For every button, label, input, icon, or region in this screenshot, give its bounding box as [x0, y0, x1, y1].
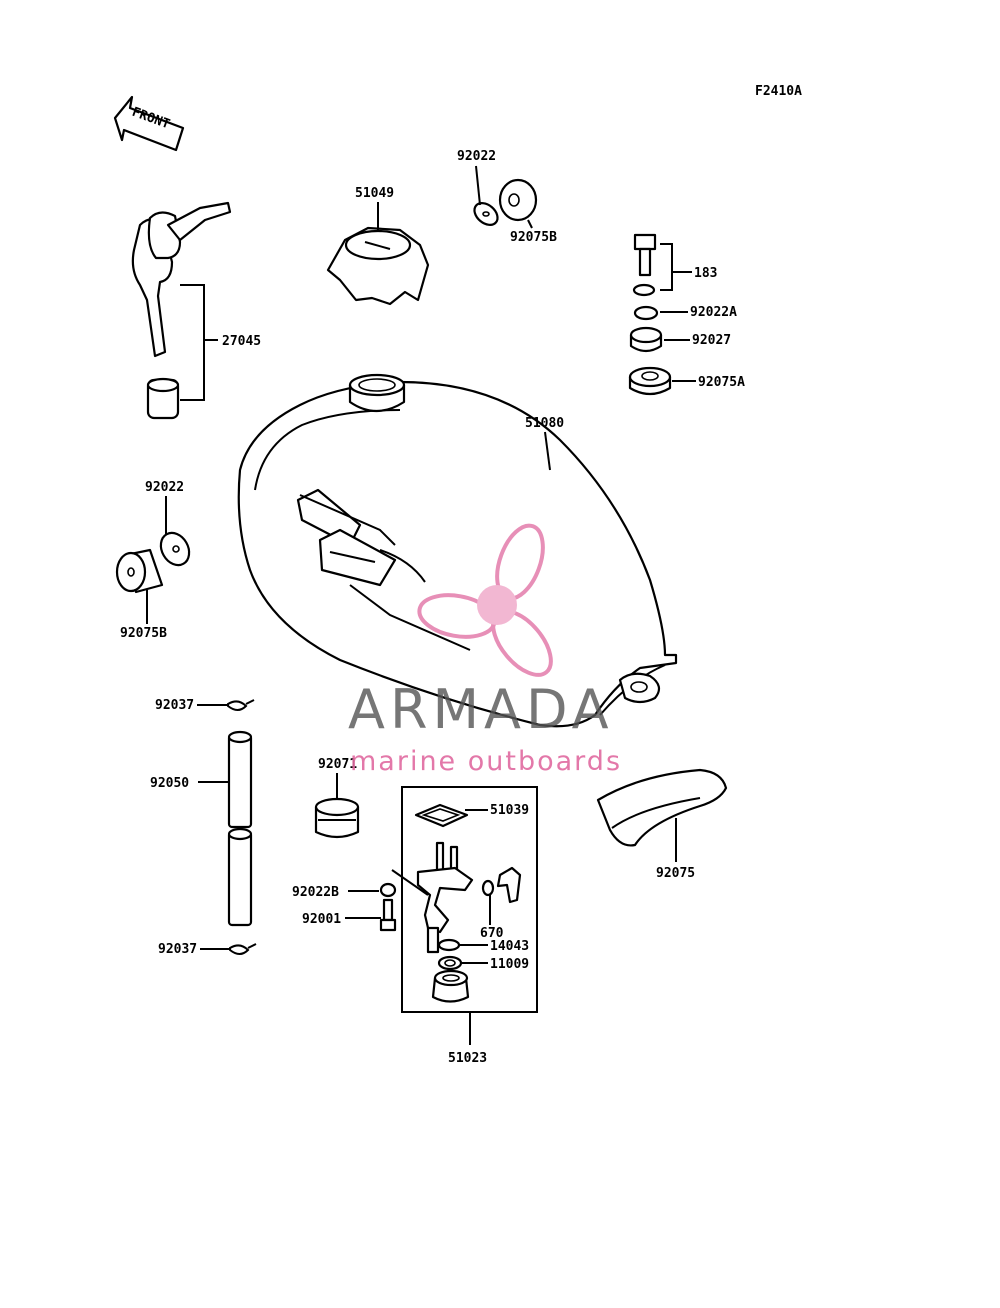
part-label-14043: 14043 — [490, 939, 529, 954]
screw-92001-icon — [379, 898, 397, 932]
part-label-92022A: 92022A — [690, 305, 737, 320]
fuel-hose-icon — [227, 730, 253, 927]
tank-pad-icon — [596, 768, 728, 847]
watermark-tagline: marine outboards — [350, 746, 622, 777]
part-label-92075: 92075 — [656, 866, 695, 881]
fuel-tank-icon — [237, 373, 678, 728]
ignition-key-icon — [131, 201, 232, 420]
washer-92022B-icon — [379, 882, 397, 898]
hose-clip-top-icon — [227, 699, 255, 711]
washer-14043-icon — [437, 938, 461, 952]
part-label-51080: 51080 — [525, 416, 564, 431]
part-label-27045: 27045 — [222, 334, 261, 349]
hose-clip-bottom-icon — [229, 943, 257, 955]
bolt-icon — [633, 233, 657, 277]
part-label-51039: 51039 — [490, 803, 529, 818]
propeller-logo-icon — [417, 523, 553, 677]
figure-code: F2410A — [755, 84, 802, 99]
watermark-brand: ARMADA — [348, 678, 614, 741]
part-label-51023: 51023 — [448, 1051, 487, 1066]
part-label-92001: 92001 — [302, 912, 341, 927]
fuel-cock-icon — [416, 841, 474, 954]
part-label-92075B-left: 92075B — [120, 626, 167, 641]
armada-watermark: ARMADA marine outboards — [348, 523, 622, 777]
rubber-mount-icon — [314, 797, 360, 839]
grommet-left-icon — [115, 548, 164, 594]
part-label-92037-top: 92037 — [155, 698, 194, 713]
o-ring-icon — [481, 879, 495, 897]
part-label-11009: 11009 — [490, 957, 529, 972]
part-label-92022B: 92022B — [292, 885, 339, 900]
part-label-670: 670 — [480, 926, 504, 941]
part-label-92050: 92050 — [150, 776, 189, 791]
fuel-cap-icon — [326, 226, 430, 306]
washer-icon — [473, 202, 499, 226]
part-label-92075B-top: 92075B — [510, 230, 557, 245]
part-label-92075A: 92075A — [698, 375, 745, 390]
o-ring-11009-icon — [437, 955, 463, 971]
lever-icon — [496, 866, 522, 904]
part-label-51049: 51049 — [355, 186, 394, 201]
part-label-92022-left: 92022 — [145, 480, 184, 495]
part-label-92022-top: 92022 — [457, 149, 496, 164]
plain-washer-icon — [633, 305, 659, 321]
front-arrow-icon: FRONT — [113, 95, 185, 152]
lock-washer-icon — [632, 283, 656, 297]
filter-cup-icon — [431, 969, 470, 1003]
rubber-damper-icon — [628, 366, 672, 396]
collar-icon — [629, 326, 663, 353]
part-label-92027: 92027 — [692, 333, 731, 348]
part-label-183: 183 — [694, 266, 717, 281]
part-label-92037-bottom: 92037 — [158, 942, 197, 957]
part-label-92071: 92071 — [318, 757, 357, 772]
washer-left-icon — [159, 531, 191, 567]
grommet-icon — [498, 178, 538, 222]
gasket-icon — [414, 803, 469, 828]
